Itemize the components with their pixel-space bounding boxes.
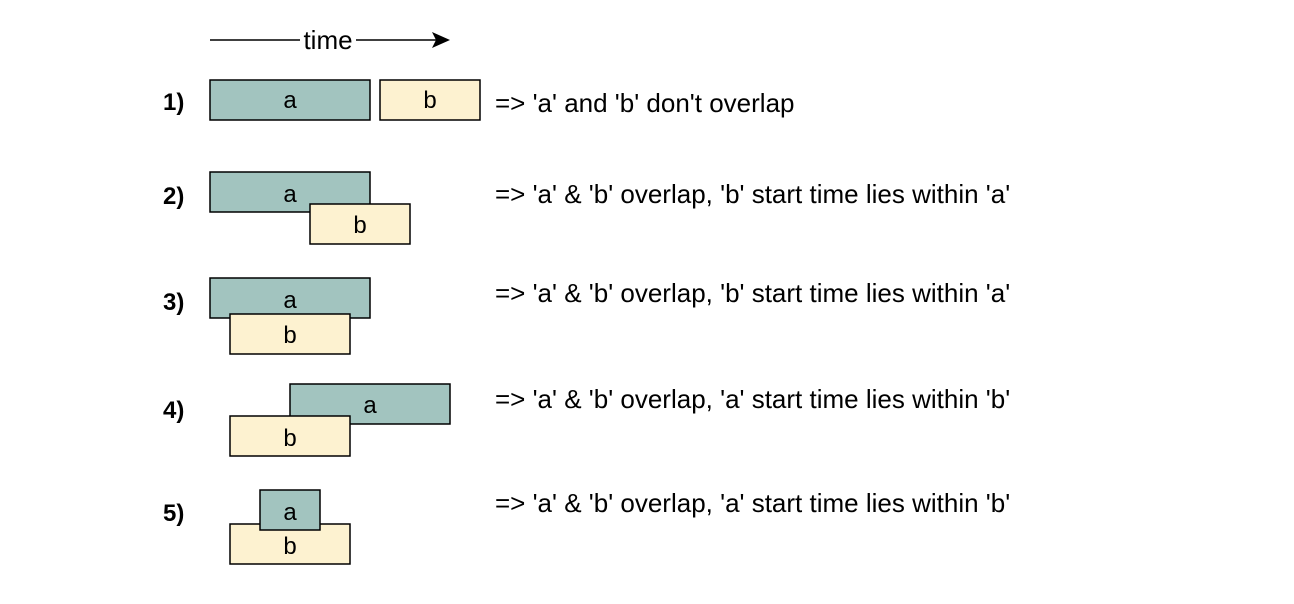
- interval-a-label: a: [363, 392, 377, 419]
- row-number: 2): [163, 183, 184, 210]
- interval-a-label: a: [283, 181, 297, 208]
- interval-b-box: [229, 313, 351, 355]
- time-arrow-head: [432, 32, 450, 48]
- row-number: 5): [163, 500, 184, 527]
- row-5: 5) b a => 'a' & 'b' overlap, 'a' start t…: [163, 488, 1010, 565]
- interval-b-label: b: [283, 425, 296, 452]
- row-description: => 'a' & 'b' overlap, 'a' start time lie…: [495, 488, 1010, 518]
- row-1: 1) a b => 'a' and 'b' don't overlap: [163, 79, 794, 121]
- interval-a-box: [259, 489, 321, 531]
- interval-b-label: b: [283, 533, 296, 560]
- row-description: => 'a' & 'b' overlap, 'b' start time lie…: [495, 278, 1010, 308]
- interval-a-box: [209, 79, 371, 121]
- row-description: => 'a' & 'b' overlap, 'b' start time lie…: [495, 179, 1010, 209]
- interval-b-box: [379, 79, 481, 121]
- row-number: 3): [163, 289, 184, 316]
- row-description: => 'a' & 'b' overlap, 'a' start time lie…: [495, 384, 1010, 414]
- row-number: 1): [163, 89, 184, 116]
- interval-b-label: b: [423, 87, 436, 114]
- row-description: => 'a' and 'b' don't overlap: [495, 88, 794, 118]
- interval-b-label: b: [283, 322, 296, 349]
- time-label: time: [303, 25, 352, 55]
- interval-a-label: a: [283, 499, 297, 526]
- interval-b-label: b: [353, 212, 366, 239]
- interval-b-box: [229, 415, 351, 457]
- interval-b-box: [309, 203, 411, 245]
- row-4: 4) a b => 'a' & 'b' overlap, 'a' start t…: [163, 383, 1010, 457]
- time-arrow: time: [210, 25, 450, 55]
- interval-a-label: a: [283, 287, 297, 314]
- row-number: 4): [163, 397, 184, 424]
- interval-a-label: a: [283, 87, 297, 114]
- row-3: 3) a b => 'a' & 'b' overlap, 'b' start t…: [163, 277, 1010, 355]
- row-2: 2) a b => 'a' & 'b' overlap, 'b' start t…: [163, 171, 1010, 245]
